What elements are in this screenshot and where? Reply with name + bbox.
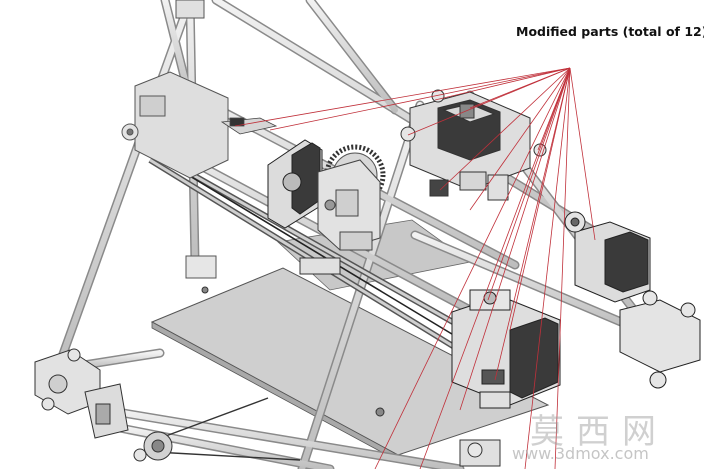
watermark-url: www.3dmox.com: [512, 444, 649, 463]
x-carriage-block: [400, 89, 547, 201]
watermark-chinese: 莫西网: [530, 412, 668, 452]
modified-parts-label: Modified parts (total of 12): [516, 24, 704, 39]
y-motor-right: [564, 211, 701, 389]
extruder-motor: [267, 139, 323, 229]
y-pulley: [133, 257, 501, 467]
annotation-leader-lines: [234, 67, 596, 469]
left-z-bracket: [121, 0, 229, 279]
endstop-holder: [220, 117, 278, 135]
y-belt: [154, 397, 301, 461]
extruder-body: [317, 159, 381, 251]
front-left-vertex: [34, 348, 129, 439]
